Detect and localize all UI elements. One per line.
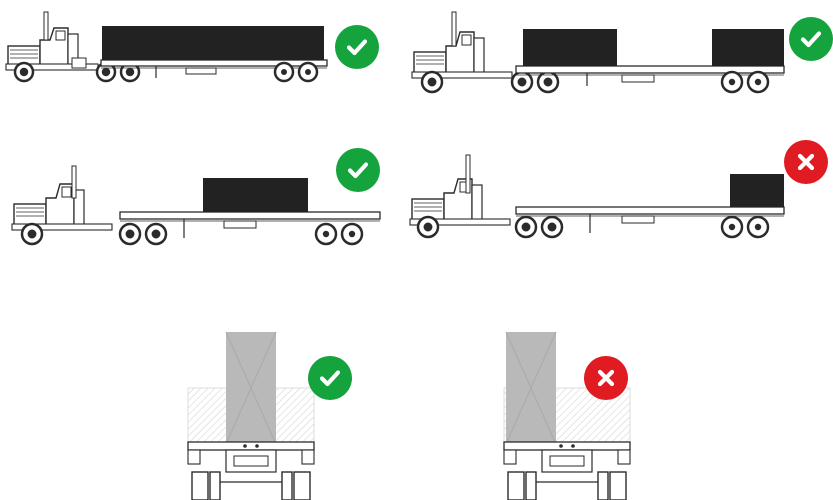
tractor-unit bbox=[6, 12, 98, 70]
verdict-ok-badge bbox=[336, 148, 380, 192]
check-icon bbox=[798, 26, 824, 52]
container-load bbox=[203, 178, 308, 212]
trailer-rear-frame bbox=[504, 442, 630, 500]
tractor-unit bbox=[410, 155, 510, 225]
cross-icon bbox=[794, 150, 818, 174]
verdict-bad-badge bbox=[784, 140, 828, 184]
check-icon bbox=[317, 365, 343, 391]
container-load-front bbox=[523, 29, 617, 66]
truck-panel-split-loads bbox=[412, 12, 787, 95]
tractor-unit bbox=[412, 12, 512, 78]
truck-panel-mid-rear-load bbox=[12, 164, 382, 247]
container-load bbox=[506, 332, 556, 444]
verdict-bad-badge bbox=[584, 356, 628, 400]
trailer-rear-frame bbox=[188, 442, 314, 500]
truck-illustration bbox=[12, 164, 382, 247]
rear-view-panel-centered bbox=[186, 332, 316, 500]
cross-icon bbox=[594, 366, 618, 390]
verdict-ok-badge bbox=[308, 356, 352, 400]
truck-panel-full-length bbox=[6, 10, 331, 85]
verdict-ok-badge bbox=[789, 17, 833, 61]
container-load-rear bbox=[712, 29, 784, 66]
check-icon bbox=[345, 157, 371, 183]
truck-illustration bbox=[6, 10, 331, 85]
container-load bbox=[102, 26, 324, 60]
truck-illustration bbox=[412, 12, 787, 95]
container-load bbox=[226, 332, 276, 444]
rear-view-illustration bbox=[186, 332, 316, 500]
verdict-ok-badge bbox=[335, 25, 379, 69]
check-icon bbox=[344, 34, 370, 60]
truck-panel-rear-end-load bbox=[410, 155, 786, 245]
tractor-unit bbox=[12, 166, 112, 230]
truck-illustration bbox=[410, 155, 786, 245]
container-load bbox=[730, 174, 784, 207]
